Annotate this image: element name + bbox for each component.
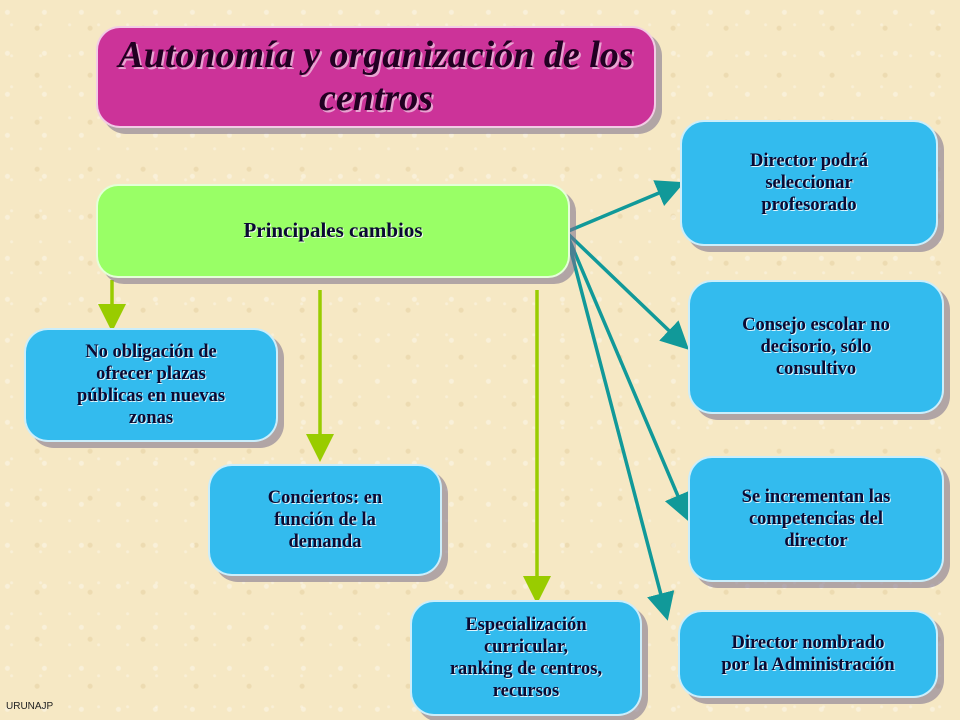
title-box: Autonomía y organización de los centros bbox=[96, 26, 656, 128]
director-seleccionar-box: Director podrá seleccionar profesorado bbox=[680, 120, 938, 246]
especializacion-box: Especialización curricular, ranking de c… bbox=[410, 600, 642, 716]
director-nombrado-box: Director nombrado por la Administración bbox=[678, 610, 938, 698]
no-obligacion-label: No obligación de ofrecer plazas públicas… bbox=[76, 341, 226, 429]
main-changes-label: Principales cambios bbox=[243, 218, 423, 243]
arrow-to-director-nombrado bbox=[564, 231, 675, 621]
footer-credit: URUNAJP bbox=[6, 701, 54, 712]
arrow-to-competencias bbox=[564, 231, 691, 522]
director-nombrado-label: Director nombrado por la Administración bbox=[721, 632, 895, 675]
no-obligacion-box: No obligación de ofrecer plazas públicas… bbox=[24, 328, 278, 442]
arrow-to-consejo bbox=[564, 230, 690, 350]
especializacion-label: Especialización curricular, ranking de c… bbox=[449, 614, 603, 702]
consejo-box: Consejo escolar no decisorio, sólo consu… bbox=[688, 280, 944, 414]
page-title: Autonomía y organización de los centros bbox=[118, 34, 634, 119]
main-changes-box: Principales cambios bbox=[96, 184, 570, 278]
director-seleccionar-label: Director podrá seleccionar profesorado bbox=[749, 150, 868, 216]
consejo-label: Consejo escolar no decisorio, sólo consu… bbox=[742, 314, 890, 380]
arrow-to-director-seleccionar bbox=[565, 180, 685, 234]
conciertos-label: Conciertos: en función de la demanda bbox=[267, 487, 383, 553]
competencias-label: Se incrementan las competencias del dire… bbox=[741, 486, 891, 552]
competencias-box: Se incrementan las competencias del dire… bbox=[688, 456, 944, 582]
conciertos-box: Conciertos: en función de la demanda bbox=[208, 464, 442, 576]
